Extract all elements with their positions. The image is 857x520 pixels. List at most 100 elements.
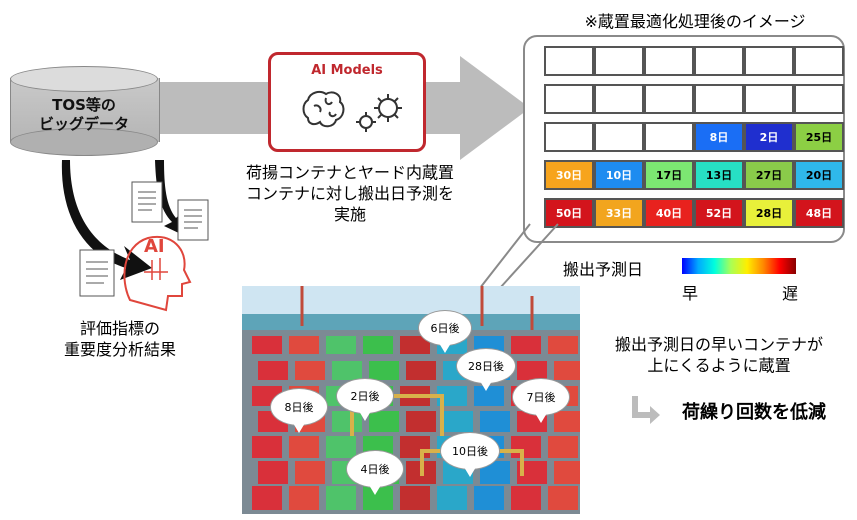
yard-container — [326, 436, 356, 458]
forecast-bubble: 8日後 — [270, 388, 328, 433]
container-cell — [644, 46, 694, 76]
legend-late: 遅 — [782, 284, 799, 303]
yard-container — [437, 486, 467, 510]
container-cell: 48日 — [794, 198, 844, 228]
yard-container — [511, 436, 541, 458]
container-cell — [544, 122, 594, 152]
container-cell: 2日 — [744, 122, 794, 152]
result-caption: 搬出予測日の早いコンテナが 上にくるように蔵置 — [586, 334, 852, 376]
container-cell — [694, 84, 744, 114]
ai-head-icon — [123, 235, 192, 312]
legend-label: 搬出予測日 — [563, 260, 644, 279]
container-cell: 10日 — [594, 160, 644, 190]
legend-color-bar — [682, 258, 796, 274]
yard-container — [511, 336, 541, 354]
forecast-bubble: 28日後 — [456, 348, 516, 391]
yard-container — [289, 436, 319, 458]
container-cell: 8日 — [694, 122, 744, 152]
prediction-caption: 荷揚コンテナとヤード内蔵置 コンテナに対し搬出日予測を 実施 — [210, 162, 490, 225]
container-cell: 52日 — [694, 198, 744, 228]
flow-arrow-head — [460, 56, 530, 160]
yard-container — [258, 461, 288, 484]
yard-container — [517, 361, 547, 380]
container-cell: 17日 — [644, 160, 694, 190]
yard-container — [474, 386, 504, 406]
result-conclusion: 荷繰り回数を低減 — [682, 402, 826, 423]
legend-early: 早 — [682, 284, 699, 303]
container-cell: 50日 — [544, 198, 594, 228]
container-cell: 20日 — [794, 160, 844, 190]
database-label: TOS等の ビッグデータ — [10, 96, 158, 134]
container-cell — [744, 46, 794, 76]
ai-model-title: AI Models — [311, 63, 383, 78]
yard-container — [400, 336, 430, 354]
yard-container — [252, 336, 282, 354]
container-cell: 27日 — [744, 160, 794, 190]
port-yard-image: 6日後 28日後 2日後 8日後 7日後 10日後 4日後 — [242, 286, 580, 514]
container-cell — [644, 122, 694, 152]
yard-container — [474, 486, 504, 510]
prediction-caption-line1: 荷揚コンテナとヤード内蔵置 — [245, 163, 454, 182]
forecast-bubble: 6日後 — [418, 310, 472, 353]
container-cell — [544, 46, 594, 76]
analysis-illustration — [61, 160, 209, 312]
container-cell — [794, 46, 844, 76]
yard-container — [289, 336, 319, 354]
yard-container — [554, 461, 580, 484]
yard-container — [369, 361, 399, 380]
result-caption-line1: 搬出予測日の早いコンテナが — [614, 335, 823, 354]
container-cell — [594, 84, 644, 114]
yard-container — [548, 486, 578, 510]
container-cell — [544, 84, 594, 114]
yard-container — [326, 336, 356, 354]
yard-container — [437, 386, 467, 406]
grid-title: ※蔵置最適化処理後のイメージ — [584, 12, 806, 31]
forecast-bubble: 4日後 — [346, 450, 404, 495]
yard-container — [400, 486, 430, 510]
yard-container — [480, 411, 510, 432]
database-label-line1: TOS等の — [52, 96, 116, 114]
brain-icon — [302, 91, 345, 128]
database-bottom — [10, 128, 158, 156]
gears-icon — [356, 94, 402, 132]
document-icon — [131, 181, 163, 223]
forecast-bubble: 2日後 — [336, 378, 394, 421]
container-cell — [644, 84, 694, 114]
yard-container — [369, 411, 399, 432]
yard-container — [517, 461, 547, 484]
analysis-caption-line1: 評価指標の — [79, 319, 160, 338]
yard-container — [400, 436, 430, 458]
forecast-bubble: 10日後 — [440, 432, 500, 477]
container-cell: 30日 — [544, 160, 594, 190]
yard-container — [548, 436, 578, 458]
yard-container — [363, 336, 393, 354]
analysis-caption-line2: 重要度分析結果 — [63, 340, 176, 359]
yard-container — [406, 411, 436, 432]
yard-container — [332, 361, 362, 380]
container-cell — [594, 46, 644, 76]
yard-container — [332, 411, 362, 432]
document-icon — [177, 199, 209, 241]
callout-pointer — [479, 223, 559, 289]
yard-container — [295, 461, 325, 484]
turn-arrow-icon — [632, 396, 660, 424]
database-top — [10, 66, 158, 92]
container-cell: 25日 — [794, 122, 844, 152]
analysis-caption: 評価指標の 重要度分析結果 — [30, 318, 210, 360]
yard-container — [295, 361, 325, 380]
yard-container — [511, 486, 541, 510]
ai-badge: AI — [144, 236, 165, 257]
container-cell: 13日 — [694, 160, 744, 190]
container-cell — [744, 84, 794, 114]
yard-container — [252, 436, 282, 458]
yard-container — [480, 461, 510, 484]
yard-container — [554, 361, 580, 380]
ai-model-box — [268, 52, 426, 152]
prediction-caption-line2: コンテナに対し搬出日予測を — [245, 184, 454, 203]
result-caption-line2: 上にくるように蔵置 — [647, 356, 791, 375]
yard-container — [406, 361, 436, 380]
container-cell: 33日 — [594, 198, 644, 228]
document-icon — [79, 249, 115, 297]
container-cell — [694, 46, 744, 76]
